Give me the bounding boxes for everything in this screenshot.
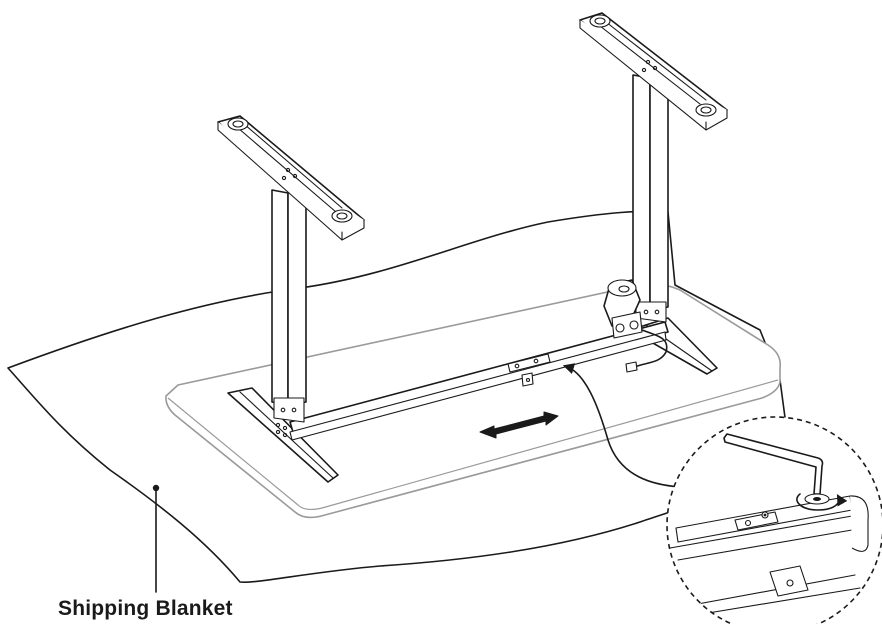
double-headed-arrow	[479, 411, 559, 439]
crossbar	[289, 321, 669, 441]
shipping-blanket-label: Shipping Blanket	[58, 597, 233, 620]
left-top-bracket	[217, 115, 365, 241]
blanket-leader	[152, 484, 160, 593]
right-leg-column	[632, 74, 669, 323]
left-leg-column	[271, 189, 307, 438]
motor-unit	[603, 279, 668, 373]
leader-arrow	[562, 363, 681, 488]
right-top-bracket	[579, 12, 728, 131]
rotation-arrow-icon	[796, 493, 848, 511]
detail-callout	[666, 416, 882, 624]
allen-key-icon	[723, 433, 824, 495]
